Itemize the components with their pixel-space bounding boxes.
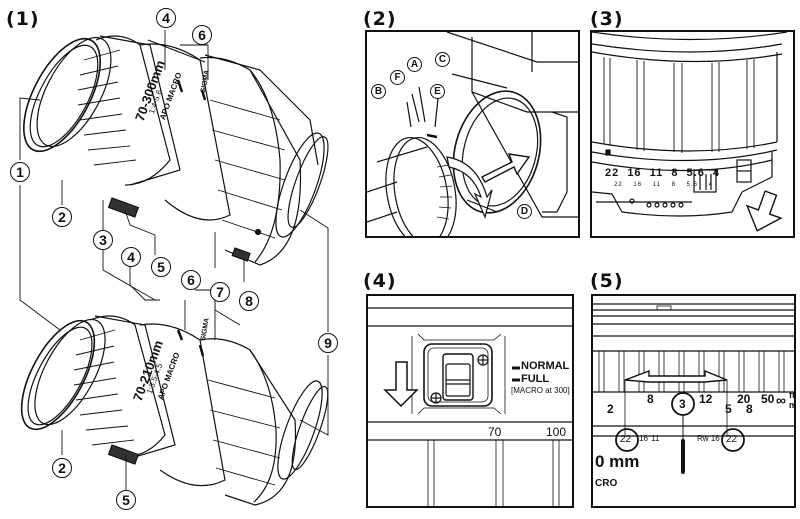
callout-5-bottom: 5 bbox=[116, 490, 136, 510]
aperture-mini-22: 22 bbox=[614, 182, 623, 188]
callout-6-top: 6 bbox=[192, 25, 212, 45]
distance-m-8: 8 bbox=[746, 402, 753, 416]
callout-2-top: 2 bbox=[52, 207, 72, 227]
dof-right-prefix: Rw 16 bbox=[697, 434, 720, 443]
aperture-4: 4 bbox=[712, 167, 720, 179]
macro-label: CRO bbox=[595, 478, 618, 489]
callout-8: 8 bbox=[239, 291, 259, 311]
distance-m-2: 2 bbox=[607, 402, 614, 416]
figure-2-label: (2) bbox=[363, 8, 397, 30]
distance-ft-20: 20 bbox=[737, 392, 751, 406]
distance-ft-8: 8 bbox=[647, 392, 654, 406]
aperture-mini-5-6: 5.6 bbox=[686, 182, 698, 188]
callout-5-top: 5 bbox=[151, 257, 171, 277]
switch-label-normal: NORMAL bbox=[521, 360, 570, 372]
figure-5-panel: 2 8 12 5 20 8 50 ∞ ft m 3 22 16 11 Rw 16… bbox=[591, 294, 796, 508]
aperture-scale-bottom: 22 16 11 8 5.6 4 bbox=[614, 182, 713, 188]
infinity-mark: ∞ bbox=[776, 392, 786, 408]
dof-right-22: 22 bbox=[726, 434, 738, 445]
aperture-16: 16 bbox=[627, 167, 642, 179]
callout-D: D bbox=[517, 204, 532, 219]
aperture-22: 22 bbox=[605, 167, 620, 179]
figure-5-label: (5) bbox=[590, 270, 624, 292]
dof-left-22: 22 bbox=[620, 434, 632, 445]
center-index-mark: 3 bbox=[679, 397, 686, 411]
figure-3-panel: 22 16 11 8 5.6 4 22 16 11 8 5.6 4 bbox=[590, 30, 795, 238]
callout-B: B bbox=[371, 84, 386, 99]
aperture-mini-11: 11 bbox=[652, 182, 661, 188]
unit-ft: ft bbox=[789, 390, 795, 400]
callout-9: 9 bbox=[318, 333, 338, 353]
aperture-scale-top: 22 16 11 8 5.6 4 bbox=[605, 167, 720, 179]
focal-mark-100: 100 bbox=[546, 425, 567, 439]
aperture-mini-8: 8 bbox=[671, 182, 676, 188]
aperture-mini-4: 4 bbox=[708, 182, 713, 188]
figure-2-panel: B F A E C D bbox=[365, 30, 580, 238]
callout-3: 3 bbox=[93, 230, 113, 250]
callout-F: F bbox=[390, 70, 405, 85]
callout-A: A bbox=[407, 57, 422, 72]
switch-label-full: FULL bbox=[521, 373, 550, 385]
macro-switch-illustration bbox=[368, 307, 572, 506]
callout-1: 1 bbox=[10, 162, 30, 182]
figure-3-label: (3) bbox=[590, 8, 624, 30]
aperture-ring-illustration bbox=[592, 32, 788, 232]
callout-2-bottom: 2 bbox=[52, 458, 72, 478]
dof-left-16: 16 bbox=[639, 434, 648, 443]
distance-scale-illustration bbox=[593, 303, 794, 474]
mm-label: 0 mm bbox=[595, 452, 640, 471]
callout-C: C bbox=[435, 52, 450, 67]
callout-4-bottom: 4 bbox=[121, 247, 141, 267]
dof-left-11: 11 bbox=[651, 434, 660, 443]
distance-ft-50: 50 bbox=[761, 392, 775, 406]
callout-E: E bbox=[430, 84, 445, 99]
lens-mount-illustration bbox=[367, 32, 578, 236]
figure-1-label: (1) bbox=[6, 8, 40, 30]
lens-top-illustration bbox=[23, 35, 329, 266]
distance-ft-12: 12 bbox=[699, 392, 713, 406]
distance-m-5: 5 bbox=[725, 402, 732, 416]
callout-leader-lines bbox=[19, 30, 329, 490]
switch-label-macro-note: [MACRO at 300] bbox=[511, 386, 570, 395]
figure-4-label: (4) bbox=[363, 270, 397, 292]
callout-6-bottom: 6 bbox=[181, 270, 201, 290]
lens-bottom-illustration bbox=[20, 315, 329, 506]
aperture-8: 8 bbox=[671, 167, 679, 179]
aperture-5-6: 5.6 bbox=[686, 167, 705, 179]
callout-7: 7 bbox=[210, 282, 230, 302]
aperture-11: 11 bbox=[649, 167, 664, 179]
unit-m: m bbox=[789, 400, 794, 410]
callout-4-top: 4 bbox=[156, 8, 176, 28]
focal-mark-70: 70 bbox=[488, 425, 502, 439]
figure-4-panel: NORMAL FULL [MACRO at 300] 70 100 bbox=[366, 294, 574, 508]
aperture-mini-16: 16 bbox=[633, 182, 643, 188]
